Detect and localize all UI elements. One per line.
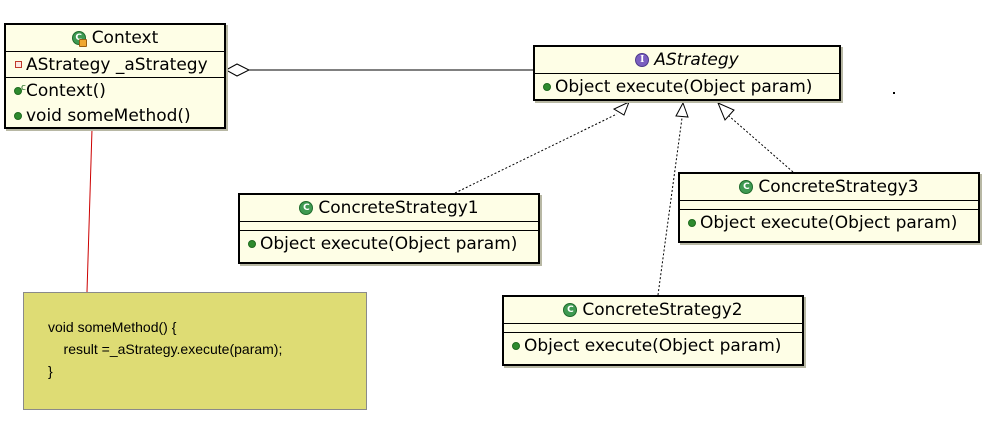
operation-text: void someMethod() [26,105,191,126]
class-icon: C [299,201,314,215]
public-visibility-icon [10,111,26,120]
concrete-strategy3-header[interactable]: C ConcreteStrategy3 [680,174,978,200]
public-visibility-icon [508,341,524,350]
concrete-strategy1-name: ConcreteStrategy1 [318,198,479,218]
class-icon: C [563,303,578,317]
concrete-strategy2-operations: Object execute(Object param) [504,332,802,358]
operation-row[interactable]: void someMethod() [6,103,224,128]
concrete-strategy1-attributes [240,221,538,230]
astrategy-interface-box[interactable]: I AStrategy Object execute(Object param) [533,45,841,101]
operation-row[interactable]: Object execute(Object param) [535,74,839,99]
concrete-strategy2-attributes [504,323,802,332]
concrete-strategy1-header[interactable]: C ConcreteStrategy1 [240,195,538,221]
realization-arrowhead-3 [717,102,735,121]
astrategy-name: AStrategy [654,50,739,70]
realization-line-3[interactable] [728,115,794,173]
concrete-strategy3-attributes [680,200,978,209]
aggregation-diamond [224,63,251,77]
concrete-strategy2-header[interactable]: C ConcreteStrategy2 [504,297,802,323]
operation-row[interactable]: Object execute(Object param) [504,333,802,358]
stray-dot [893,92,895,94]
realization-arrowhead-2 [675,101,689,118]
operation-row[interactable]: Object execute(Object param) [680,210,978,235]
class-icon: C [739,180,754,194]
private-visibility-icon [10,61,26,68]
operation-row[interactable]: c Context() [6,78,224,103]
note-line: void someMethod() { [48,319,177,335]
attribute-text: AStrategy _aStrategy [26,54,208,75]
operation-text: Object execute(Object param) [555,76,813,97]
note-line: result =_aStrategy.execute(param); [48,341,283,357]
operation-text: Object execute(Object param) [700,212,958,233]
concrete-strategy1-operations: Object execute(Object param) [240,230,538,256]
concrete-strategy3-name: ConcreteStrategy3 [758,177,919,197]
astrategy-operations: Object execute(Object param) [535,73,839,99]
operation-text: Context() [26,80,106,101]
context-class-name: Context [91,28,159,48]
concrete-strategy3-box[interactable]: C ConcreteStrategy3 Object execute(Objec… [678,172,980,243]
context-class-header[interactable]: C Context [6,25,224,51]
context-class-box[interactable]: C Context AStrategy _aStrategy c Context… [4,23,226,129]
realization-line-2[interactable] [657,117,683,296]
operation-row[interactable]: Object execute(Object param) [240,231,538,256]
concrete-strategy1-box[interactable]: C ConcreteStrategy1 Object execute(Objec… [238,193,540,264]
public-visibility-icon [539,82,555,91]
note-link-line[interactable] [86,128,93,293]
attribute-row[interactable]: AStrategy _aStrategy [6,52,224,77]
context-operations: c Context() void someMethod() [6,77,224,128]
realization-line-1[interactable] [454,113,618,194]
astrategy-header[interactable]: I AStrategy [535,47,839,73]
concrete-strategy2-name: ConcreteStrategy2 [582,300,743,320]
realization-arrowhead-1 [612,101,630,116]
note-line: } [48,363,53,379]
public-visibility-icon [244,239,260,248]
interface-icon: I [635,53,650,67]
concrete-strategy2-box[interactable]: C ConcreteStrategy2 Object execute(Objec… [502,295,804,366]
constructor-visibility-icon: c [10,83,26,95]
context-attributes: AStrategy _aStrategy [6,51,224,77]
operation-text: Object execute(Object param) [524,335,782,356]
class-icon: C [71,30,87,47]
code-note[interactable]: void someMethod() { result =_aStrategy.e… [23,292,367,410]
concrete-strategy3-operations: Object execute(Object param) [680,209,978,235]
operation-text: Object execute(Object param) [260,233,518,254]
public-visibility-icon [684,218,700,227]
